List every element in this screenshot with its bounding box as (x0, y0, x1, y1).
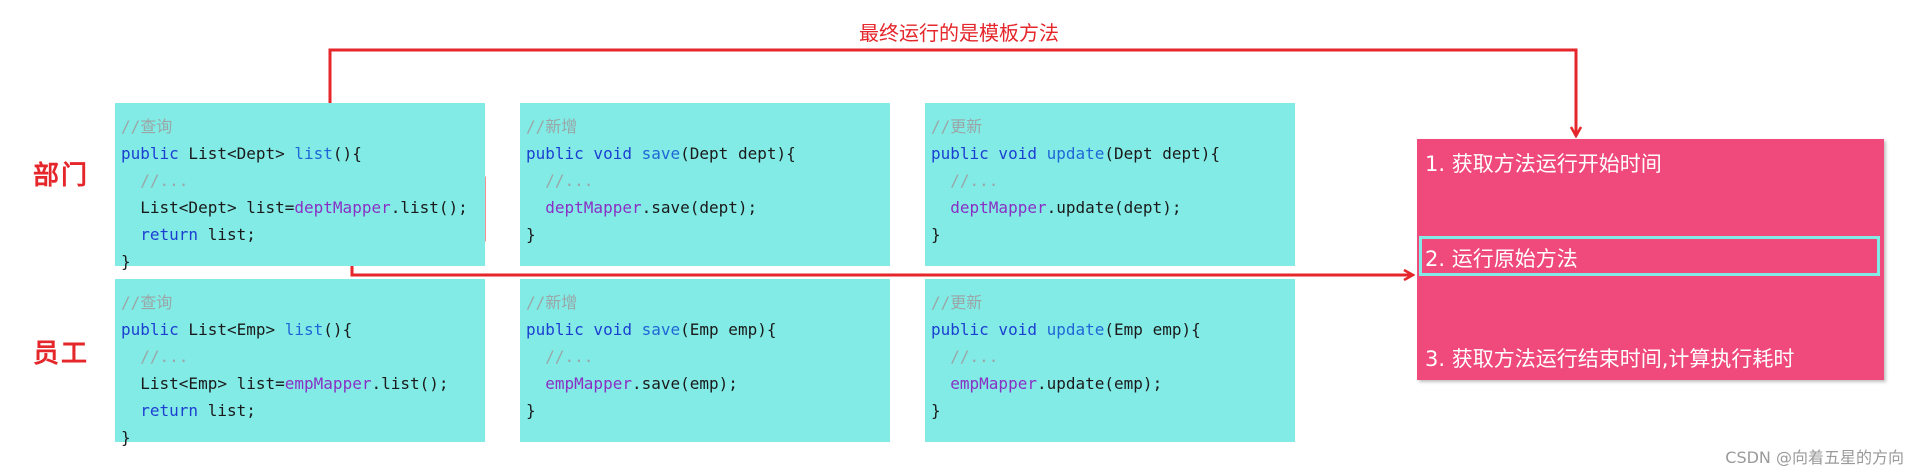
step-run-original-highlight (1419, 236, 1880, 276)
code-close: } (931, 401, 941, 420)
emp-query-code: //查询 public List<Emp> list(){ //... List… (115, 279, 485, 447)
code-comment: //... (526, 347, 594, 366)
code-close: } (526, 225, 536, 244)
code-mapper-call: deptMapper.update(dept); (950, 198, 1182, 217)
emp-save-code: //新增 public void save(Emp emp){ //... em… (520, 279, 890, 442)
step-end-time: 3. 获取方法运行结束时间,计算执行耗时 (1425, 347, 1795, 371)
code-comment: //新增 (526, 117, 578, 136)
code-comment: //... (121, 171, 189, 190)
code-signature: public void save(Dept dept){ (526, 144, 796, 163)
code-comment: //... (931, 347, 999, 366)
emp-label: 员工 (33, 339, 90, 369)
code-return: return list; (140, 225, 256, 244)
code-mapper-call: deptMapper.save(dept); (545, 198, 758, 217)
code-close: } (931, 225, 941, 244)
code-comment: //查询 (121, 293, 173, 312)
code-comment: //新增 (526, 293, 578, 312)
emp-update-code: //更新 public void update(Emp emp){ //... … (925, 279, 1295, 442)
code-return: return list; (140, 401, 256, 420)
code-close: } (121, 428, 131, 447)
code-signature: public void update(Emp emp){ (931, 320, 1201, 339)
dept-update-code: //更新 public void update(Dept dept){ //..… (925, 103, 1295, 266)
code-comment: //... (931, 171, 999, 190)
code-mapper-call: empMapper.save(emp); (545, 374, 738, 393)
watermark: CSDN @向着五星的方向 (1725, 448, 1904, 467)
caption-text: 最终运行的是模板方法 (859, 21, 1059, 45)
code-close: } (121, 252, 131, 271)
top-arrow (328, 48, 1576, 136)
code-mapper-call: empMapper.update(emp); (950, 374, 1163, 393)
template-caption: 最终运行的是模板方法 (0, 17, 1918, 46)
code-comment: //查询 (121, 117, 173, 136)
dept-label: 部门 (33, 161, 90, 191)
code-signature: public List<Dept> list(){ (121, 144, 362, 163)
code-signature: public List<Emp> list(){ (121, 320, 353, 339)
code-signature: public void update(Dept dept){ (931, 144, 1220, 163)
code-comment: //更新 (931, 293, 983, 312)
template-method-box: 1. 获取方法运行开始时间 2. 运行原始方法 3. 获取方法运行结束时间,计算… (1417, 139, 1884, 380)
step-run-original: 2. 运行原始方法 (1425, 247, 1578, 271)
code-mapper-call: List<Dept> list=deptMapper.list(); (121, 198, 468, 217)
code-comment: //更新 (931, 117, 983, 136)
dept-query-code: //查询 public List<Dept> list(){ //... Lis… (115, 103, 485, 271)
step-start-time: 1. 获取方法运行开始时间 (1425, 152, 1662, 176)
code-comment: //... (121, 347, 189, 366)
code-close: } (526, 401, 536, 420)
code-comment: //... (526, 171, 594, 190)
code-mapper-call: List<Emp> list=empMapper.list(); (121, 374, 449, 393)
dept-save-code: //新增 public void save(Dept dept){ //... … (520, 103, 890, 266)
code-signature: public void save(Emp emp){ (526, 320, 777, 339)
